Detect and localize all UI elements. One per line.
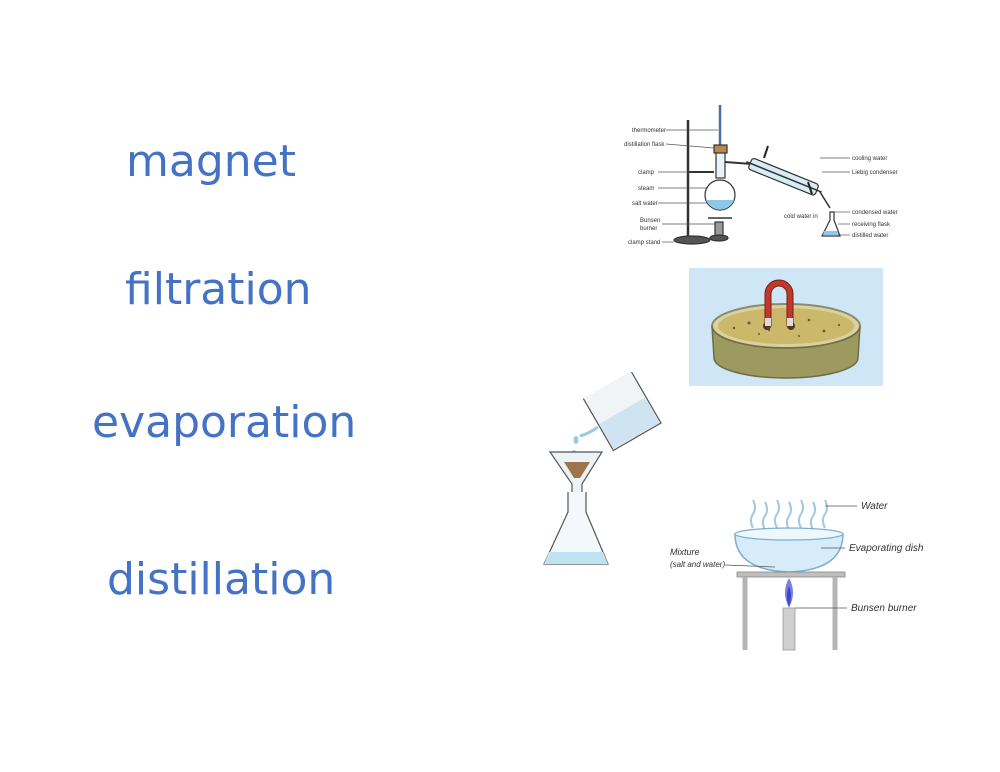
label-bunsen-burner: Bunsen burner <box>851 603 917 614</box>
label-receiving-flask: receiving flask <box>852 222 891 228</box>
filtration-picture[interactable] <box>540 372 665 572</box>
label-water: Water <box>861 501 888 512</box>
label-clamp: clamp <box>638 170 655 176</box>
word-filtration[interactable]: filtration <box>125 264 312 315</box>
label-evaporating-dish: Evaporating dish <box>849 543 924 554</box>
label-bunsen-burner-line2: burner <box>640 226 657 232</box>
label-liebig-condenser: Liebig condenser <box>852 170 898 176</box>
label-mixture: Mixture <box>670 547 700 557</box>
label-cooling-water: cooling water <box>852 156 887 162</box>
word-distillation[interactable]: distillation <box>107 554 336 605</box>
evaporation-picture[interactable]: Water Evaporating dish Mixture (salt and… <box>665 490 935 655</box>
distillation-apparatus-picture[interactable]: thermometer distillation flask clamp ste… <box>612 100 912 255</box>
label-condensed-water: condensed water <box>852 210 898 216</box>
word-magnet[interactable]: magnet <box>126 136 296 187</box>
label-distilled-water: distilled water <box>852 233 888 239</box>
label-distillation-flask: distillation flask <box>624 142 665 148</box>
magnet-picture[interactable] <box>689 268 883 386</box>
label-clamp-stand: clamp stand <box>628 240 660 246</box>
label-bunsen-burner-line1: Bunsen <box>640 218 660 224</box>
label-thermometer: thermometer <box>632 128 666 134</box>
label-cold-water-in: cold water in <box>784 214 818 220</box>
label-mixture-detail: (salt and water) <box>670 560 725 569</box>
label-salt-water: salt water <box>632 201 658 207</box>
word-evaporation[interactable]: evaporation <box>92 397 357 448</box>
label-steam: steam <box>638 186 654 192</box>
